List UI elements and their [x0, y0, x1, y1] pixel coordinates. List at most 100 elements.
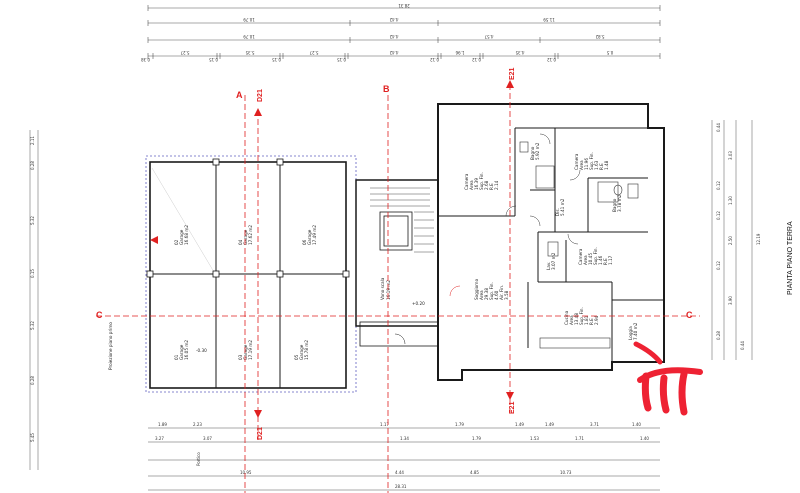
dim-total-bottom: 28.31 — [395, 484, 407, 489]
room-line: R.E — [589, 318, 594, 325]
room-name: 04 — [238, 239, 243, 245]
dim-label: 3.90 — [728, 296, 733, 305]
dim-label: 1.40 — [632, 422, 641, 427]
red-stamp-logo — [633, 341, 703, 416]
section-d-bottom-label: D21 — [257, 427, 264, 440]
section-labels: A B C C D21 D21 E21 E21 — [96, 67, 693, 440]
bathroom-fixtures — [519, 141, 639, 349]
room-line: 10.45 — [588, 253, 593, 265]
dim-label: 0.12 — [716, 211, 721, 220]
section-arrows — [150, 80, 514, 418]
dim-label: 5.32 — [30, 321, 35, 330]
room-line: Sup. Fin. — [579, 307, 584, 325]
dim-label: 0.15 — [337, 57, 346, 62]
room-name: 02 — [174, 239, 179, 245]
staircase — [355, 179, 439, 327]
top-dimension-labels: 28.31 10.79 4.42 11.59 10.79 4.42 4.57 5… — [243, 3, 605, 39]
dim-label: 0.15 — [30, 269, 35, 278]
plan-title: PIANTA PIANO TERRA — [787, 221, 794, 295]
room-name: Cucina — [564, 310, 569, 325]
room-area: 17.62 m2 — [248, 225, 253, 245]
dim-label: 3.07 — [203, 436, 212, 441]
dim-label: 0.12 — [472, 57, 481, 62]
room-area: 17.19 m2 — [248, 340, 253, 360]
garage-columns — [146, 158, 350, 278]
dim-label: 1.49 — [545, 422, 554, 427]
room-line: 13.48 — [574, 313, 579, 325]
room-line: 4.60 — [494, 290, 499, 300]
room-line: 1.46 — [598, 255, 603, 265]
room-line: 29.38 — [484, 288, 489, 300]
room-line: R.E — [603, 258, 608, 265]
room-name: Loggia — [628, 326, 633, 340]
room-name: Garage — [243, 344, 248, 360]
room-area: 15.78 m2 — [304, 340, 309, 360]
room-name: 01 — [174, 354, 179, 360]
dim-label: 3.71 — [590, 422, 599, 427]
room-line: 2.94 — [594, 315, 599, 325]
room-line: Area — [469, 180, 474, 190]
dim-label: 5.27 — [309, 50, 318, 55]
room-area: 5.41 m2 — [560, 198, 565, 216]
room-name: Garage — [299, 344, 304, 360]
dim-label: 4.42 — [389, 34, 398, 39]
room-line: 1.17 — [608, 255, 613, 265]
room-line: Area — [583, 255, 588, 265]
dim-label: 4.57 — [484, 34, 493, 39]
dim-label: 1.96 — [455, 50, 464, 55]
dim-label: 0.5 — [606, 50, 613, 55]
dim-label: 10.79 — [243, 17, 255, 22]
room-line: R.E — [599, 163, 604, 170]
room-line: Air. Fin. — [499, 285, 504, 300]
dim-label: 1.79 — [455, 422, 464, 427]
dim-label: 10.79 — [243, 34, 255, 39]
dim-label: 0.28 — [716, 331, 721, 340]
dim-label: 2.11 — [30, 136, 35, 145]
section-lines — [96, 84, 700, 493]
section-e-bottom-label: E21 — [509, 401, 516, 414]
room-name: Bagno — [530, 146, 535, 160]
room-line: 1.81 — [584, 315, 589, 325]
room-name: Bagno — [612, 198, 617, 212]
room-line: 1.48 — [604, 160, 609, 170]
section-a-label: A — [236, 90, 243, 100]
room-line: Area — [479, 290, 484, 300]
level-marker: -0.30 — [196, 348, 207, 353]
room-name: Camera — [578, 248, 583, 265]
dim-label: 0.12 — [716, 181, 721, 190]
room-area: 16.68 m2 — [184, 225, 189, 245]
room-line: 11.96 — [584, 158, 589, 170]
dim-label: 0.15 — [272, 57, 281, 62]
section-d-top-label: D21 — [257, 89, 264, 102]
dim-label: 5.82 — [595, 34, 604, 39]
section-e-top-label: E21 — [509, 67, 516, 80]
dim-label: 4.42 — [389, 50, 398, 55]
room-name: Garage — [307, 229, 312, 245]
dim-label: 10.73 — [560, 470, 572, 475]
portico-label: Portico — [196, 452, 201, 466]
room-name: Camera — [464, 173, 469, 190]
room-line: Sup. Fin. — [489, 282, 494, 300]
dim-label: 0.12 — [430, 57, 439, 62]
dim-label: 4.44 — [395, 470, 404, 475]
dim-label: 4.42 — [389, 17, 398, 22]
dim-label: 0.12 — [547, 57, 556, 62]
dim-label: 5.27 — [180, 50, 189, 55]
doors — [449, 133, 581, 297]
left-dimension-labels: 2.11 0.28 5.32 0.15 5.32 0.28 5.45 — [30, 136, 35, 442]
dim-label: 5.45 — [30, 433, 35, 442]
dim-label: 0.38 — [141, 57, 150, 62]
room-name: Garage — [179, 344, 184, 360]
dim-label: 1.34 — [400, 436, 409, 441]
room-line: Sup. Fin. — [479, 172, 484, 190]
top-dimensions — [147, 5, 661, 59]
dim-label: 4.85 — [470, 470, 479, 475]
dim-label: 1.17 — [380, 422, 389, 427]
bottom-dimension-labels: 1.89 2.23 1.17 1.79 1.49 1.49 3.71 1.40 … — [155, 422, 649, 489]
dim-label: 0.12 — [716, 261, 721, 270]
room-area: 17.49 m2 — [312, 225, 317, 245]
dim-label: 0.44 — [740, 341, 745, 350]
dim-label: 1.30 — [728, 196, 733, 205]
dim-label: 1.40 — [640, 436, 649, 441]
